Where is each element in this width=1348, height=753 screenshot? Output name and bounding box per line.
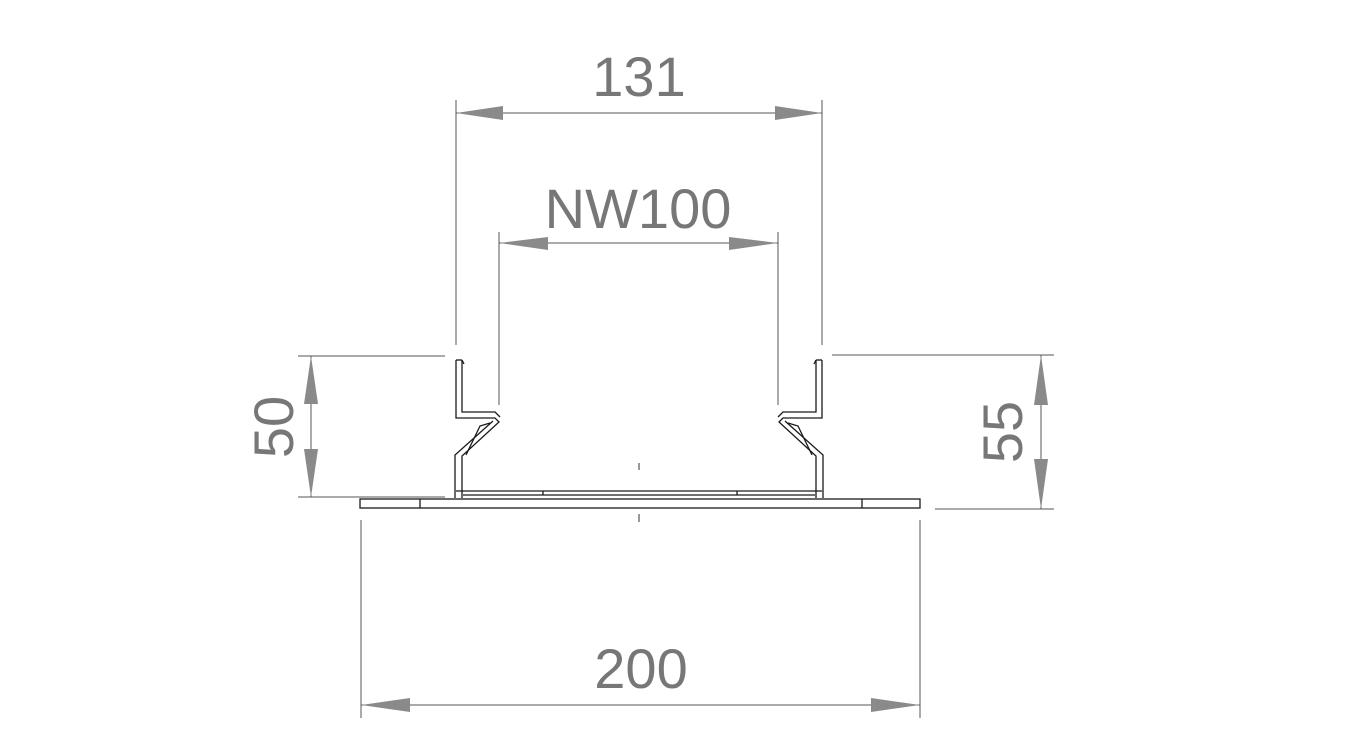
dimension-base-width: 200 [360,520,921,718]
arrow-up [304,356,318,404]
dimension-label-inner-width: NW100 [545,177,732,240]
dimension-left-height: 50 [242,355,445,498]
arrow-left [361,698,410,712]
arrow-right [775,106,822,120]
dimension-inner-width: NW100 [498,177,779,405]
channel-profile [359,359,921,522]
arrow-down [304,449,318,497]
arrow-right [871,698,920,712]
left-wall [454,359,501,498]
right-wall [777,359,824,498]
arrow-left [456,106,503,120]
dimension-label-right-height: 55 [971,401,1034,463]
dimension-label-left-height: 50 [242,396,305,458]
base-plate [359,498,921,509]
dimension-label-base-width: 200 [594,637,687,700]
arrow-down [1034,459,1048,509]
dimension-top-width: 131 [455,45,823,345]
arrow-right [729,237,778,250]
arrow-up [1034,355,1048,405]
dimension-right-height: 55 [832,354,1054,510]
arrow-left [499,237,548,250]
dimension-label-top-width: 131 [592,45,685,108]
